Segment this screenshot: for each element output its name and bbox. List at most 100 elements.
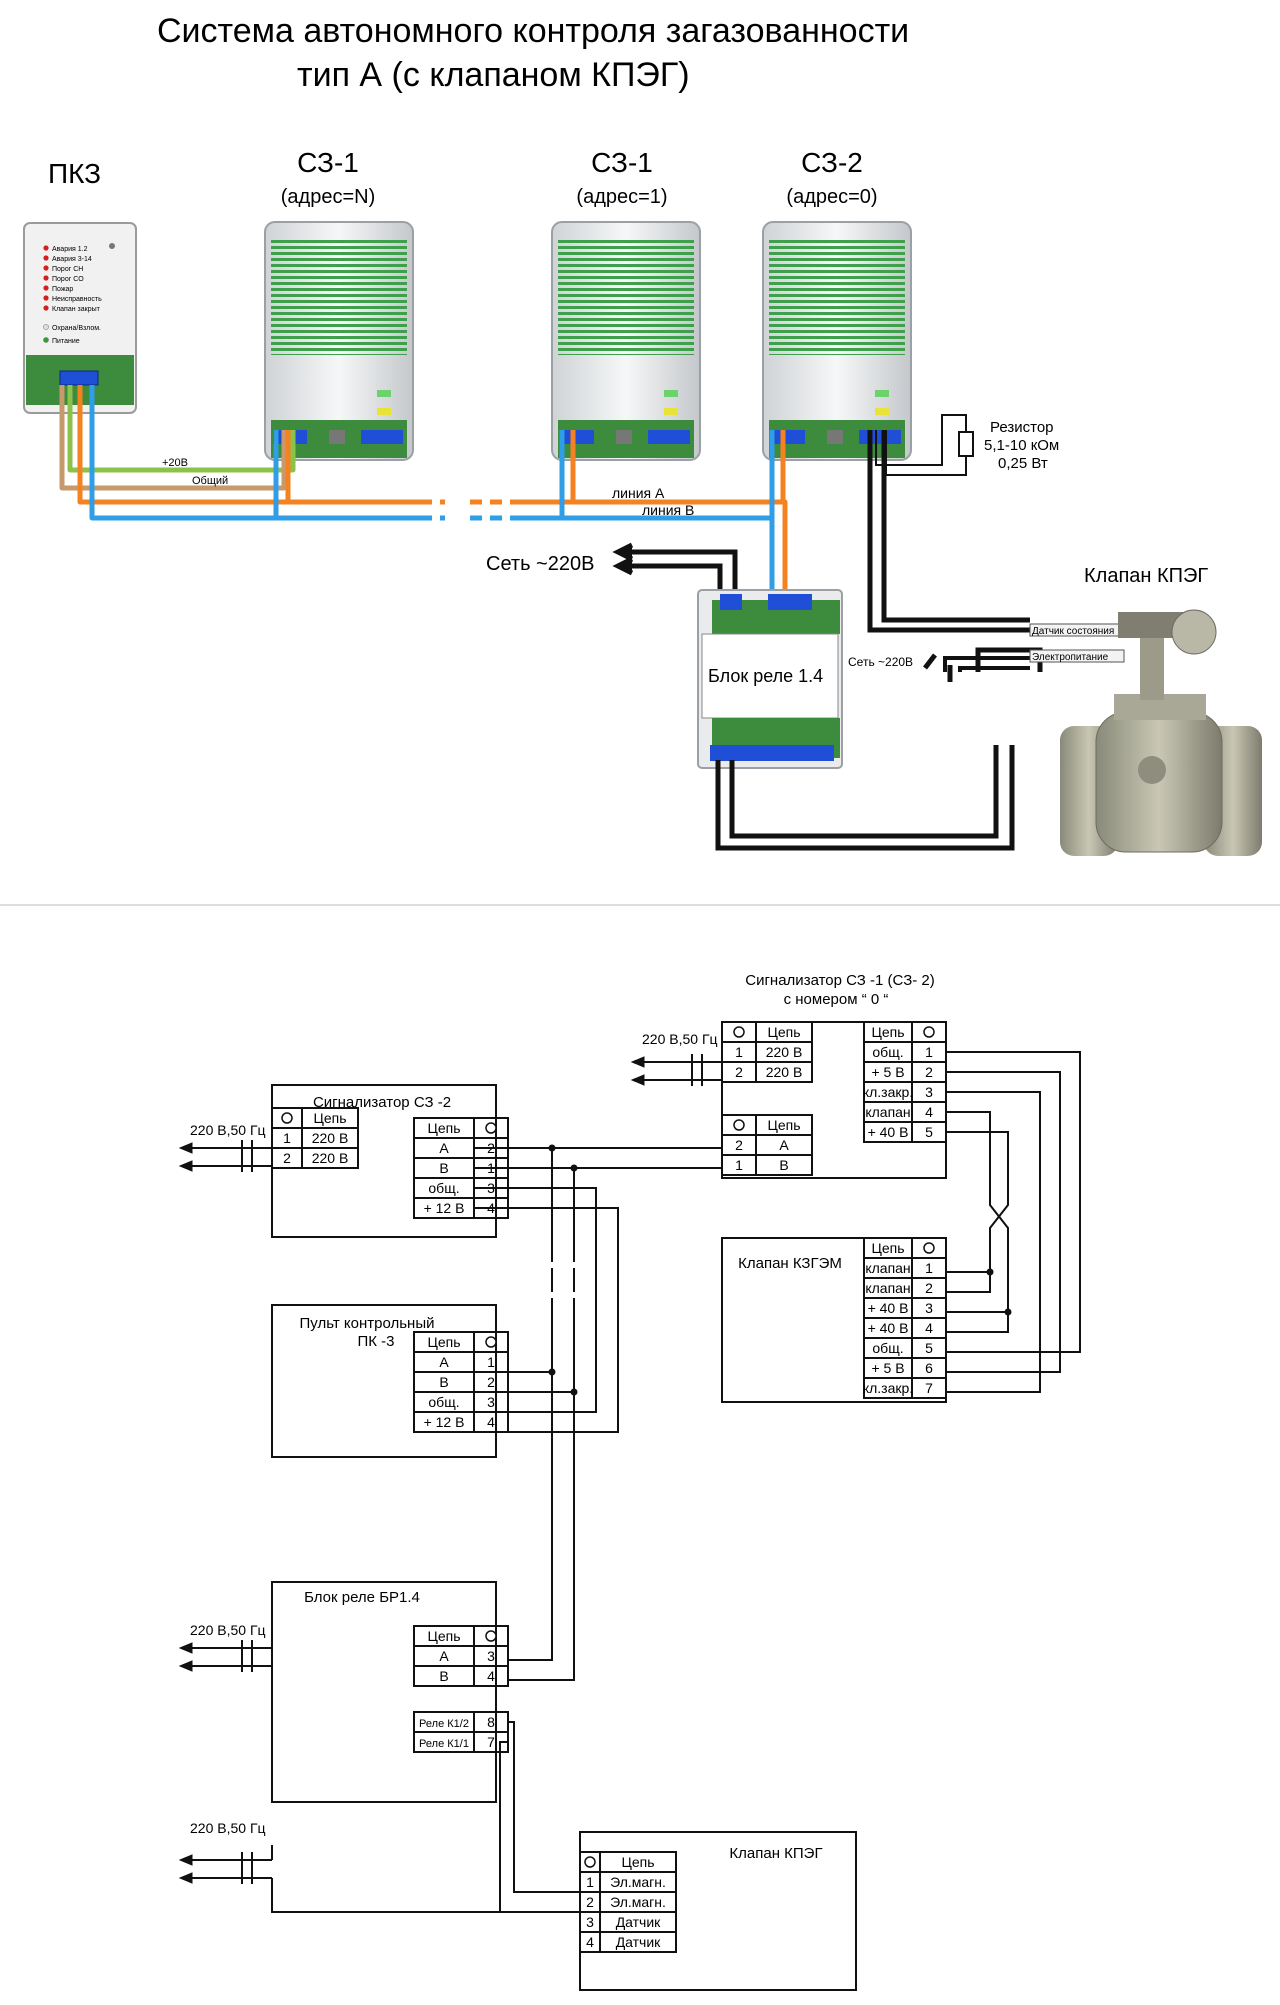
resistor (875, 414, 974, 476)
table-cell: + 5 В (871, 1064, 904, 1080)
arrow-left-icon (178, 1660, 193, 1672)
table-header-chain: Цепь (313, 1110, 346, 1126)
wire-5v-kzgem (946, 1071, 1061, 1373)
relay-block (697, 589, 843, 769)
wire-label-line-b: линия В (642, 502, 694, 518)
power-label: 220 В,50 Гц (190, 1820, 266, 1836)
sz2-power-table (271, 1107, 359, 1169)
resistor-label-2: 5,1-10 кОм (984, 437, 1059, 454)
arrow-left-icon (630, 1056, 645, 1068)
sensor-address: (адрес=N) (281, 186, 375, 208)
arrow-left-icon (178, 1642, 193, 1654)
table-cell: 7 (925, 1380, 933, 1396)
table-header-chain: Цепь (767, 1117, 800, 1133)
junction-dot (570, 1164, 578, 1172)
arrow-left-icon (178, 1854, 193, 1866)
wire-relay-k11 (499, 1741, 580, 1913)
table-header-chain: Цепь (427, 1334, 460, 1350)
bus-break (549, 1262, 555, 1268)
pk3-subtitle: ПК -3 (357, 1333, 394, 1350)
bus-plus12 (474, 1207, 619, 1433)
sz1-power-table (721, 1021, 813, 1083)
table-cell: Эл.магн. (610, 1874, 666, 1890)
wire-label-common: Общий (192, 475, 228, 487)
mains-wires (612, 542, 738, 590)
valve-power-label: Электропитание (1032, 652, 1109, 663)
table-cell: В (439, 1374, 448, 1390)
arrow-left-icon (178, 1142, 193, 1154)
sensor-device (551, 221, 701, 461)
terminal-circle-icon (281, 1112, 293, 1124)
table-header-chain: Цепь (767, 1024, 800, 1040)
arrow-left-icon (178, 1872, 193, 1884)
junction-dot (1004, 1308, 1012, 1316)
table-cell: В (779, 1157, 788, 1173)
sz1-subtitle: с номером “ 0 “ (784, 991, 889, 1008)
table-cell: Реле К1/2 (419, 1718, 469, 1730)
table-cell: В (439, 1668, 448, 1684)
table-cell: 2 (283, 1150, 291, 1166)
junction-dot (986, 1268, 994, 1276)
table-cell: 3 (925, 1300, 933, 1316)
relay-block-label: Блок реле 1.4 (708, 666, 823, 686)
sensor-address: (адрес=1) (576, 186, 667, 208)
table-cell: А (439, 1354, 449, 1370)
table-cell: В (439, 1160, 448, 1176)
table-cell: 220 В (312, 1130, 349, 1146)
sensor-device (264, 221, 414, 461)
table-header-chain: Цепь (621, 1854, 654, 1870)
pk3-box (271, 1304, 497, 1458)
table-cell: + 40 В (868, 1320, 909, 1336)
sz1-left-table (721, 1114, 813, 1176)
bus-a (508, 1148, 553, 1661)
panel-led (43, 337, 49, 343)
table-cell: 7 (487, 1734, 495, 1750)
wire (946, 1272, 991, 1293)
valve-sensor-label: Датчик состояния (1032, 626, 1114, 637)
table-cell: 5 (925, 1340, 933, 1356)
panel-led-label: Охрана/Взлом. (52, 325, 101, 332)
table-cell: Датчик (616, 1934, 661, 1950)
table-cell: 1 (487, 1354, 495, 1370)
kpeg-title: Клапан КПЭГ (729, 1845, 822, 1862)
table-cell: 3 (586, 1914, 594, 1930)
valve-photo-title: Клапан КПЭГ (1084, 565, 1208, 587)
table-cell: + 40 В (868, 1124, 909, 1140)
panel-led-label: Пожар (52, 286, 73, 293)
panel-led-label: Питание (52, 338, 80, 345)
table-cell: 3 (487, 1394, 495, 1410)
panel-led-label: Клапан закрыт (52, 306, 101, 313)
sensor-name: СЗ-2 (801, 147, 863, 178)
pk3-table (413, 1331, 509, 1433)
panel-name: ПКЗ (48, 158, 101, 189)
bus-break (571, 1292, 577, 1298)
wire-plus20 (67, 385, 296, 473)
table-cell: клапан (865, 1260, 910, 1276)
junction-dot (548, 1144, 556, 1152)
arrow-left-icon (630, 1074, 645, 1086)
panel-led (43, 324, 49, 330)
panel-led-label: Авария 1.2 (52, 246, 88, 253)
main-title-line1: Система автономного контроля загазованно… (157, 12, 909, 50)
br-title: Блок реле БР1.4 (304, 1589, 420, 1606)
valve-power-wires (943, 656, 1030, 672)
resistor-label-3: 0,25 Вт (998, 455, 1048, 472)
wire-line-b-1 (89, 385, 430, 521)
power-label: 220 В,50 Гц (190, 1122, 266, 1138)
bus-break (549, 1292, 555, 1298)
table-cell: 220 В (766, 1064, 803, 1080)
table-cell: А (439, 1140, 449, 1156)
bus-break (571, 1262, 577, 1268)
table-cell: 1 (735, 1157, 743, 1173)
table-cell: 1 (925, 1044, 933, 1060)
power-label: 220 В,50 Гц (190, 1622, 266, 1638)
table-cell: 4 (586, 1934, 594, 1950)
table-cell: 5 (925, 1124, 933, 1140)
table-cell: Реле К1/1 (419, 1738, 469, 1750)
kpeg-table (579, 1851, 677, 1953)
panel-led (43, 255, 49, 261)
table-cell: 2 (925, 1064, 933, 1080)
table-cell: А (779, 1137, 789, 1153)
table-cell: клапан (865, 1104, 910, 1120)
